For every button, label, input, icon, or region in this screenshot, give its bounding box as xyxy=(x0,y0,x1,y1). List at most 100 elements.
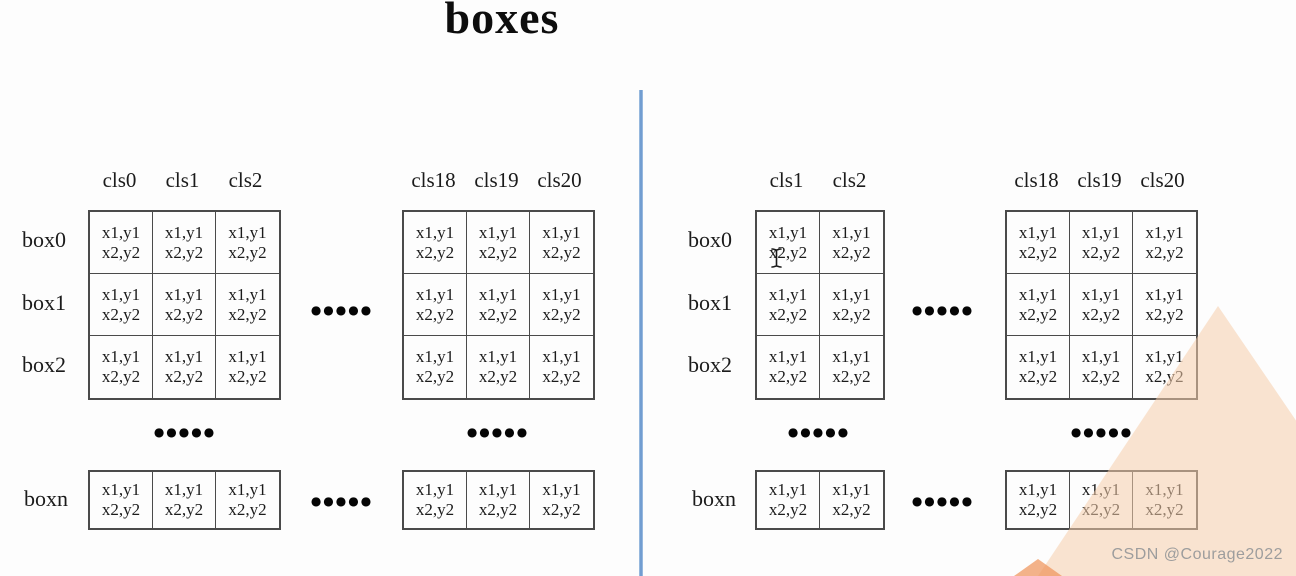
bbox-cell-line1: x1,y1 xyxy=(832,222,871,242)
bbox-cell-line1: x1,y1 xyxy=(1081,347,1121,366)
bbox-cell-line1: x1,y1 xyxy=(101,347,141,366)
ellipsis-dots: ●●●●● xyxy=(1070,425,1134,439)
col-header: cls20 xyxy=(537,168,582,192)
row-label-box1: box1 xyxy=(22,290,66,315)
bbox-cell-line2: x2,y2 xyxy=(101,367,141,386)
bbox-cell-line2: x2,y2 xyxy=(832,242,871,262)
bbox-cell-line1: x1,y1 xyxy=(101,480,141,499)
bbox-cell-line1: x1,y1 xyxy=(542,480,581,499)
watermark-small-triangle xyxy=(1014,559,1062,576)
bbox-cell-line1: x1,y1 xyxy=(832,284,871,304)
bbox-cell-line2: x2,y2 xyxy=(542,304,581,324)
bbox-cell-line2: x2,y2 xyxy=(832,500,871,519)
bbox-cell-line2: x2,y2 xyxy=(1081,367,1121,386)
bbox-cell-line2: x2,y2 xyxy=(478,304,518,324)
bbox-cell-line2: x2,y2 xyxy=(164,500,204,519)
bbox-cell-line2: x2,y2 xyxy=(1145,500,1184,519)
bbox-cell-line1: x1,y1 xyxy=(1018,284,1058,304)
col-header: cls18 xyxy=(1014,168,1059,192)
bbox-cell-line2: x2,y2 xyxy=(478,367,518,386)
bbox-cell-line1: x1,y1 xyxy=(768,222,808,242)
bbox-cell-line1: x1,y1 xyxy=(415,222,455,242)
bbox-cell-line1: x1,y1 xyxy=(542,222,581,242)
bbox-cell-line2: x2,y2 xyxy=(1018,500,1058,519)
row-label-box2: box2 xyxy=(22,352,66,377)
row-label-box2: box2 xyxy=(688,352,732,377)
ellipsis-dots: ●●●●● xyxy=(911,494,975,508)
bbox-cell-line1: x1,y1 xyxy=(1018,347,1058,366)
ellipsis-dots: ●●●●● xyxy=(310,494,374,508)
bbox-cell-line1: x1,y1 xyxy=(101,222,141,242)
bbox-cell-line2: x2,y2 xyxy=(101,500,141,519)
bbox-cell-line1: x1,y1 xyxy=(415,284,455,304)
bbox-cell-line2: x2,y2 xyxy=(1018,242,1058,262)
bbox-cell-line2: x2,y2 xyxy=(101,242,141,262)
col-header: cls19 xyxy=(1077,168,1122,192)
bbox-cell-line2: x2,y2 xyxy=(478,242,518,262)
bbox-cell-line1: x1,y1 xyxy=(228,480,267,499)
ellipsis-dots: ●●●●● xyxy=(153,425,217,439)
bbox-cell-line2: x2,y2 xyxy=(1081,304,1121,324)
bbox-cell-line2: x2,y2 xyxy=(542,500,581,519)
bbox-cell-line1: x1,y1 xyxy=(768,284,808,304)
ellipsis-dots: ●●●●● xyxy=(310,303,374,317)
bbox-cell-line2: x2,y2 xyxy=(228,367,267,386)
bbox-cell-line2: x2,y2 xyxy=(164,242,204,262)
col-header: cls2 xyxy=(228,168,263,192)
col-header: cls19 xyxy=(474,168,519,192)
bbox-cell-line2: x2,y2 xyxy=(415,242,455,262)
bbox-cell-line1: x1,y1 xyxy=(164,347,204,366)
bbox-cell-line1: x1,y1 xyxy=(1145,284,1184,304)
bbox-cell-line2: x2,y2 xyxy=(164,367,204,386)
bbox-cell-line2: x2,y2 xyxy=(768,304,808,324)
bbox-cell-line2: x2,y2 xyxy=(542,242,581,262)
bbox-cell-line2: x2,y2 xyxy=(1018,304,1058,324)
bbox-cell-line1: x1,y1 xyxy=(1081,284,1121,304)
bbox-cell-line2: x2,y2 xyxy=(415,500,455,519)
bbox-cell-line2: x2,y2 xyxy=(542,367,581,386)
bbox-cell-line1: x1,y1 xyxy=(1081,480,1121,499)
bbox-cell-line2: x2,y2 xyxy=(478,500,518,519)
bbox-cell-line2: x2,y2 xyxy=(1081,242,1121,262)
bbox-cell-line1: x1,y1 xyxy=(478,347,518,366)
bbox-cell-line1: x1,y1 xyxy=(164,480,204,499)
bbox-cell-line1: x1,y1 xyxy=(832,480,871,499)
bbox-cell-line1: x1,y1 xyxy=(542,284,581,304)
bbox-cell-line1: x1,y1 xyxy=(832,347,871,366)
bbox-cell-line1: x1,y1 xyxy=(101,284,141,304)
bbox-cell-line1: x1,y1 xyxy=(1018,222,1058,242)
